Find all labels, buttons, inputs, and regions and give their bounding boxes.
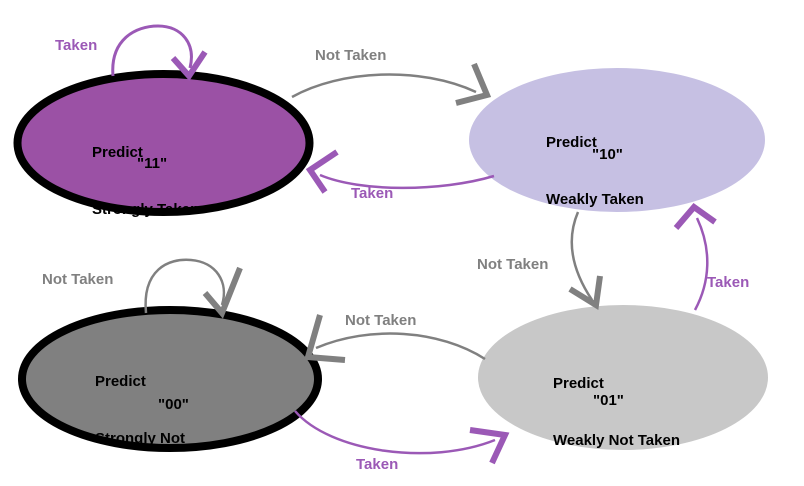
transition-wnt-to-snt[interactable] [304, 314, 486, 363]
arrowhead-snt-self [202, 266, 243, 319]
state-code-strongly-taken: "11" [137, 155, 168, 172]
arrowhead-wt-to-wnt [568, 275, 603, 310]
transition-st-to-wt[interactable] [291, 62, 492, 106]
edge-path-snt-to-wnt [294, 410, 496, 455]
edge-path-wnt-to-snt [315, 332, 486, 361]
edge-path-st-self [111, 24, 193, 77]
edge-path-st-to-wt [291, 73, 477, 99]
weakly-not-taken-ellipse[interactable] [478, 305, 768, 450]
edge-label-st-to-wt: Not Taken [315, 47, 387, 64]
state-code-strongly-not-taken: "00" [158, 396, 189, 413]
arrowhead-st-to-wt [455, 62, 492, 106]
edge-path-wt-to-wnt [570, 211, 594, 301]
edge-label-wt-to-st: Taken [351, 185, 394, 202]
edge-label-st-self: Taken [55, 37, 98, 54]
arrowhead-wt-to-st [305, 149, 339, 194]
transition-wt-to-st[interactable] [305, 149, 495, 194]
weakly-taken-ellipse[interactable] [469, 68, 765, 212]
state-code-weakly-not-taken: "01" [593, 392, 624, 409]
state-node-weakly-not-taken[interactable] [478, 305, 768, 450]
edge-label-snt-self: Not Taken [42, 271, 114, 288]
transition-strongly-not-taken-self[interactable] [144, 258, 243, 319]
transition-snt-to-wnt[interactable] [294, 410, 510, 465]
state-code-weakly-taken: "10" [592, 146, 623, 163]
arrowhead-wnt-to-snt [304, 314, 346, 363]
transition-strongly-taken-self[interactable] [111, 24, 208, 81]
arrowhead-st-self [170, 50, 208, 81]
edge-label-snt-to-wnt: Taken [356, 456, 399, 473]
edge-path-wt-to-st [319, 173, 495, 190]
state-node-strongly-taken[interactable] [13, 70, 314, 216]
transition-wnt-to-wt[interactable] [673, 202, 717, 311]
state-node-weakly-taken[interactable] [469, 68, 765, 212]
edge-label-wnt-to-wt: Taken [707, 274, 750, 291]
edge-path-snt-self [144, 258, 226, 314]
edge-label-wnt-to-snt: Not Taken [345, 312, 417, 329]
strongly-taken-ellipse[interactable] [13, 70, 314, 216]
edge-label-wt-to-wnt: Not Taken [477, 256, 549, 273]
transition-wt-to-wnt[interactable] [568, 211, 603, 310]
strongly-not-taken-ellipse[interactable] [18, 306, 322, 452]
edge-path-wnt-to-wt [693, 217, 709, 311]
arrowhead-wnt-to-wt [673, 202, 717, 230]
arrowhead-snt-to-wnt [469, 427, 510, 465]
state-node-strongly-not-taken[interactable] [18, 306, 322, 452]
